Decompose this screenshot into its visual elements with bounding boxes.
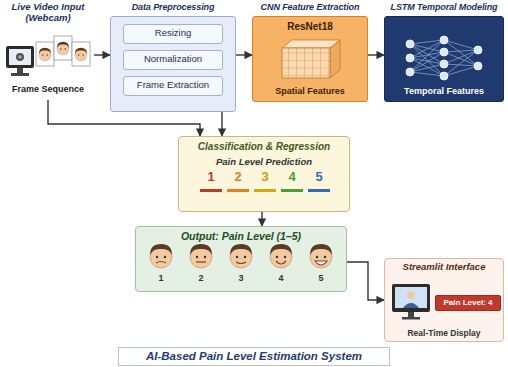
- face-icon: [150, 244, 172, 268]
- face-icon: [315, 261, 327, 265]
- frame-cards: [54, 36, 72, 60]
- process-box: Resizing: [123, 24, 223, 44]
- network-unit: [440, 36, 448, 44]
- network-unit: [440, 48, 448, 56]
- node-heading: Streamlit Interface: [385, 262, 503, 273]
- scale-number: 2: [230, 170, 246, 184]
- node-heading: Resizing: [124, 28, 222, 39]
- webcam-monitor: [6, 46, 34, 76]
- network-unit: [406, 54, 414, 62]
- node-heading: Output: Pain Level (1–5): [136, 230, 346, 242]
- node-heading: Frame Extraction: [124, 80, 222, 91]
- face-icon: [270, 244, 292, 268]
- node-text: Pain Level Prediction: [179, 157, 349, 168]
- face-number: 5: [313, 274, 329, 284]
- scale-number: 1: [203, 170, 219, 184]
- display-monitor: [392, 284, 430, 312]
- network-unit: [474, 62, 482, 70]
- node-text: Spatial Features: [252, 86, 368, 96]
- display-monitor: [408, 312, 414, 317]
- node-heading: Live Video Input (Webcam): [2, 2, 94, 24]
- webcam-monitor: [17, 68, 23, 73]
- scale-number: 4: [284, 170, 300, 184]
- display-monitor: [395, 287, 427, 308]
- webcam-monitor: [6, 46, 34, 68]
- scale-number: 3: [257, 170, 273, 184]
- flow-arrow: [236, 54, 252, 55]
- feature-cube: [282, 48, 330, 78]
- network-unit: [406, 68, 414, 76]
- node-heading: Normalization: [124, 54, 222, 65]
- node-text: Frame Sequence: [2, 84, 94, 94]
- feature-cube: [282, 48, 330, 78]
- face-icon: [230, 244, 252, 268]
- node-text: ResNet18: [252, 21, 368, 33]
- face-icon: [190, 244, 212, 268]
- feature-cube: [282, 40, 340, 78]
- face-icon: [150, 244, 172, 268]
- network-unit: [440, 72, 448, 80]
- face-number: 4: [273, 274, 289, 284]
- face-icon: [236, 262, 246, 264]
- scale-bars: [281, 189, 303, 192]
- flow-arrow: [261, 212, 262, 226]
- face-icon: [230, 244, 252, 268]
- display-monitor: [402, 317, 420, 320]
- preprocess-group: Data PreprocessingResizingNormalizationF…: [110, 2, 236, 112]
- webcam-monitor: [18, 55, 22, 59]
- face-icon: [196, 261, 206, 262]
- frame-cards: [75, 48, 87, 61]
- face-number: 3: [233, 274, 249, 284]
- node-heading: Data Preprocessing: [110, 2, 236, 12]
- frame-cards: [36, 36, 90, 66]
- face-number: 1: [153, 274, 169, 284]
- flow-arrow: [221, 112, 222, 136]
- scale-bars: [200, 189, 330, 192]
- frame-cards: [39, 48, 51, 61]
- network-unit: [406, 40, 414, 48]
- face-icon: [310, 244, 332, 268]
- scale-bars: [308, 189, 330, 192]
- flow-arrow: [368, 54, 384, 55]
- node-heading: LSTM Temporal Modeling: [384, 2, 504, 12]
- scale-bars: [254, 189, 276, 192]
- display-monitor: [407, 291, 415, 299]
- process-box: Frame Extraction: [123, 76, 223, 96]
- node-heading: Classification & Regression: [179, 141, 349, 153]
- diagram-title: AI-Based Pain Level Estimation System: [118, 347, 390, 366]
- scale-bars: [227, 189, 249, 192]
- scale-number: 5: [311, 170, 327, 184]
- face-icon: [190, 244, 212, 268]
- flow-arrow: [94, 54, 110, 55]
- face-icon: [156, 262, 166, 264]
- display-monitor: [403, 303, 419, 308]
- face-icon: [276, 261, 286, 264]
- webcam-monitor: [16, 53, 24, 61]
- process-box: Normalization: [123, 50, 223, 70]
- flow-arrow: [347, 262, 384, 300]
- network-unit: [440, 60, 448, 68]
- node-text: Real-Time Display: [385, 329, 503, 339]
- face-number: 2: [193, 274, 209, 284]
- face-icon: [310, 244, 332, 268]
- webcam-monitor: [11, 73, 29, 76]
- node-heading: CNN Feature Extraction: [252, 2, 368, 12]
- node-text: Temporal Features: [384, 86, 504, 96]
- scale-bars: [200, 189, 222, 192]
- frame-cards: [57, 42, 69, 55]
- pain-badge: Pain Level: 4: [435, 295, 501, 311]
- node-heading: Pain Level: 4: [436, 298, 500, 307]
- face-icon: [270, 244, 292, 268]
- webcam-monitor: [9, 49, 31, 65]
- network-unit: [474, 46, 482, 54]
- frame-cards: [36, 42, 54, 66]
- frame-cards: [72, 42, 90, 66]
